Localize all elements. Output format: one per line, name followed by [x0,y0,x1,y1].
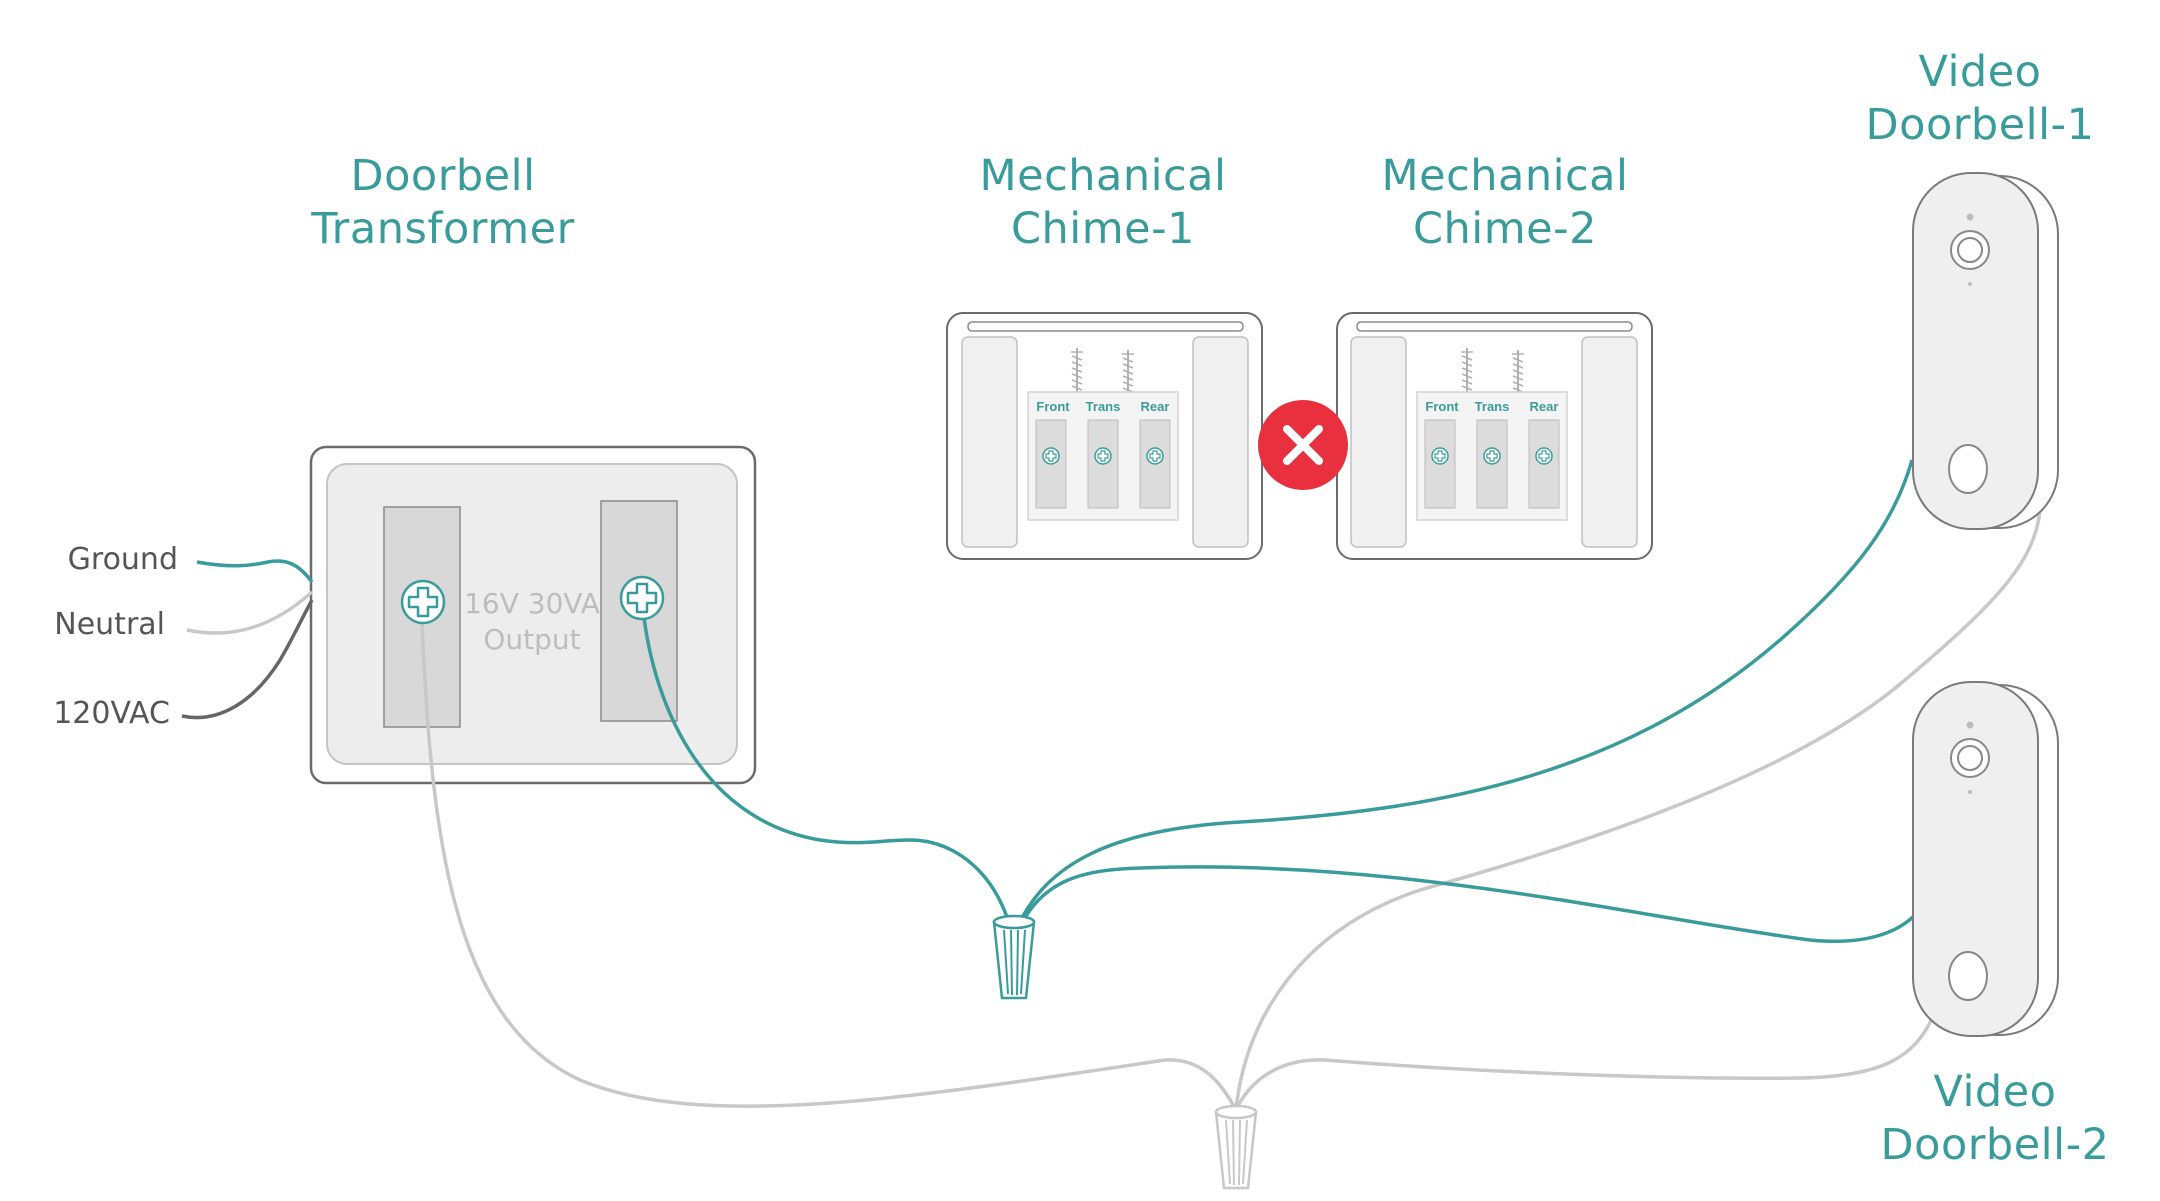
common-wire-doorbell-2 [1234,1011,1937,1111]
title-mechanical-chime-2: Mechanical Chime-2 [1381,151,1629,254]
terminal-label-rear: Rear [1141,399,1170,414]
title-video-doorbell-1: Video Doorbell-1 [1865,47,2095,150]
hot-wire-doorbell-2 [1014,865,1917,943]
screw-icon [1042,447,1060,465]
terminal-label-rear: Rear [1530,399,1559,414]
hot-wire-doorbell-1 [1012,459,1914,936]
mechanical-chime-2: Front Trans Rear [1336,312,1653,560]
mechanical-chime-1: Front Trans Rear [946,312,1263,560]
hot-wire-transformer [640,597,1014,936]
neutral-wire [186,590,314,635]
hot-label: 120VAC [53,696,170,731]
screw-icon [400,579,446,625]
wire-nut-icon [992,914,1036,1000]
terminal-label-front: Front [1425,399,1459,414]
video-doorbell-2 [1912,681,2059,1037]
hot-wire [181,599,314,720]
doorbell-transformer [309,445,757,785]
neutral-label: Neutral [54,607,165,642]
screw-icon [1094,447,1112,465]
terminal-label-front: Front [1036,399,1070,414]
screw-icon [1146,447,1164,465]
terminal-label-trans: Trans [1475,399,1510,414]
ground-wire [196,559,314,584]
title-video-doorbell-2: Video Doorbell-2 [1880,1067,2110,1170]
wire-nut-icon [1214,1104,1258,1190]
screw-icon [1535,447,1553,465]
title-mechanical-chime-1: Mechanical Chime-1 [979,151,1227,254]
video-doorbell-1 [1912,172,2059,530]
common-wire-transformer [419,599,1238,1111]
title-doorbell-transformer: Doorbell Transformer [311,151,575,254]
screw-icon [1431,447,1449,465]
transformer-output-label: 16V 30VA Output [464,587,600,656]
screw-icon [1483,447,1501,465]
screw-icon [619,575,665,621]
ground-label: Ground [67,542,178,577]
x-icon [1258,400,1348,490]
terminal-label-trans: Trans [1086,399,1121,414]
common-wire-doorbell-1 [1234,509,2042,1111]
